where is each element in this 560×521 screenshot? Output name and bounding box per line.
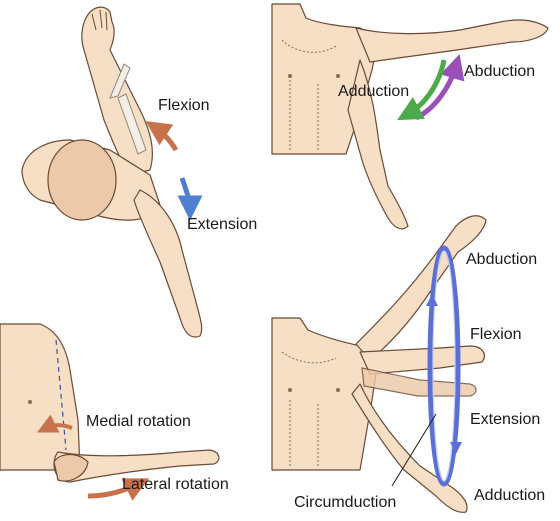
abducted-arm: [355, 19, 549, 63]
hanging-arm: [347, 59, 409, 230]
rotation-axis: [55, 339, 67, 451]
flexion-arrow: [145, 121, 179, 152]
label-adduction: Adduction: [338, 83, 409, 100]
circumduction-ring-inner: [432, 250, 456, 482]
label-flexion-circ: Flexion: [470, 326, 522, 343]
humerus-bone: [117, 93, 147, 155]
label-circumduction: Circumduction: [294, 494, 396, 511]
rotation-nipple: [28, 400, 32, 404]
circ-nipple-left: [288, 388, 292, 392]
circ-arm-up: [355, 215, 487, 361]
panel-circumduction: Abduction Flexion Extension Adduction Ci…: [271, 215, 545, 513]
radius-ulna-bone: [109, 63, 131, 99]
nipple-right: [336, 74, 340, 78]
circ-chest-detail: [281, 351, 337, 468]
side-arm: [133, 189, 203, 338]
raised-arm-fingers: [91, 9, 108, 31]
circumduction-leader: [391, 413, 437, 487]
nipple-left: [288, 74, 292, 78]
chest-detail: [281, 39, 337, 150]
panel-flexion-extension: Flexion Extension: [21, 6, 257, 338]
head-top: [47, 139, 117, 221]
rotation-torso: [0, 323, 81, 471]
label-extension: Extension: [187, 216, 257, 233]
abduction-arrow: [414, 54, 465, 121]
circ-arm-forward: [359, 345, 485, 375]
label-flexion: Flexion: [158, 97, 210, 114]
adduction-arrow: [397, 59, 447, 121]
label-lateral-rotation: Lateral rotation: [122, 476, 229, 493]
panel-abduction-adduction: Abduction Adduction: [271, 3, 549, 230]
label-abduction: Abduction: [464, 63, 535, 80]
label-medial-rotation: Medial rotation: [86, 413, 191, 430]
medial-rotation-arrow: [37, 414, 73, 433]
panel-rotation: Medial rotation Lateral rotation: [0, 323, 229, 501]
label-abduction-top: Abduction: [466, 251, 537, 268]
circ-nipple-right: [336, 388, 340, 392]
lateral-rotation-arrow: [87, 478, 150, 501]
label-adduction-bottom: Adduction: [474, 487, 545, 504]
rotation-hand: [53, 453, 89, 482]
label-extension-circ: Extension: [470, 411, 540, 428]
circ-arm-back: [361, 367, 477, 397]
extension-arrow: [177, 177, 203, 221]
circumduction-ring: [427, 245, 461, 487]
